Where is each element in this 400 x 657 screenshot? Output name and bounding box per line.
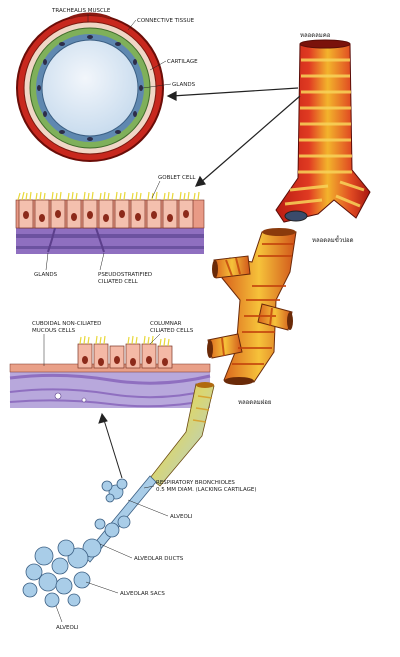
label-goblet-cell: GOBLET CELL — [158, 175, 196, 181]
label-bronchiole-thai: หลอดลมฝอย — [238, 399, 271, 406]
label-glands-top: GLANDS — [172, 82, 196, 88]
columnar-epithelium — [10, 336, 210, 408]
label-glands-bottom: GLANDS — [34, 272, 58, 278]
trachea-cross-section — [17, 14, 163, 161]
label-pseudostratified: PSEUDOSTRATIFIED — [98, 272, 152, 278]
label-cuboidal-line2: MUCOUS CELLS — [32, 328, 76, 334]
label-columnar-line2: CILIATED CELLS — [150, 328, 194, 334]
label-ciliated-cell: CILIATED CELL — [98, 279, 139, 285]
label-trachea-thai: หลอดลมคอ — [300, 32, 331, 39]
pointer-arrow-bronchiole — [99, 414, 122, 478]
label-cuboidal-line1: CUBOIDAL NON-CILIATED — [32, 321, 101, 327]
label-trachealis-muscle: TRACHEALIS MUSCLE — [51, 8, 111, 14]
alveoli-tree — [23, 476, 156, 607]
label-respiratory-line2: 0.5 MM DIAM. (LACKING CARTILAGE) — [156, 487, 257, 493]
label-alveolar-ducts: ALVEOLAR DUCTS — [134, 556, 184, 562]
pseudostratified-epithelium — [16, 192, 204, 254]
label-columnar-line1: COLUMNAR — [150, 321, 182, 327]
label-cartilage: CARTILAGE — [167, 59, 198, 65]
label-alveoli-lower: ALVEOLI — [56, 625, 79, 631]
label-alveoli-upper: ALVEOLI — [170, 514, 193, 520]
trachea-illustration: หลอดลมคอ — [276, 32, 370, 222]
bronchus-illustration: หลอดลมขั้วปอด — [207, 228, 391, 385]
label-connective-tissue: CONNECTIVE TISSUE — [137, 18, 195, 24]
label-alveolar-sacs: ALVEOLAR SACS — [120, 591, 165, 597]
pointer-arrows-trachea — [168, 88, 300, 186]
label-respiratory-line1: RESPIRATORY BRONCHIOLES — [156, 480, 235, 486]
